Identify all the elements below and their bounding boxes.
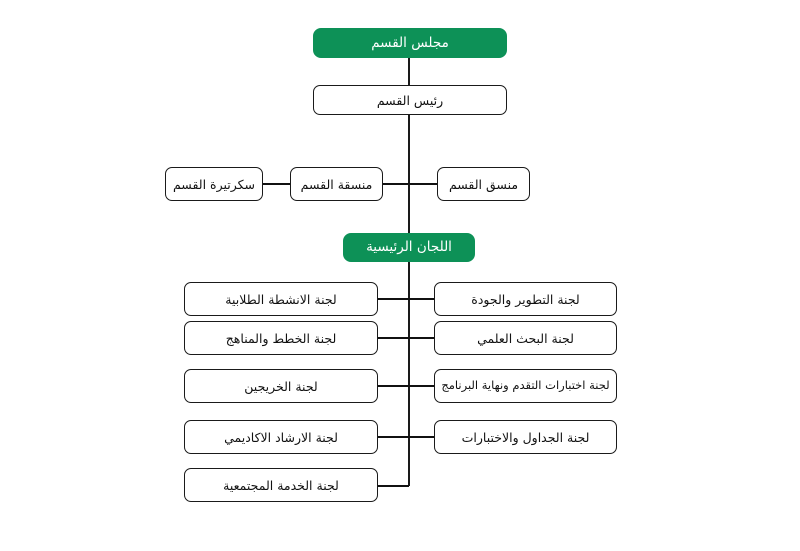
node-left-committee-community-service[interactable]: لجنة الخدمة المجتمعية — [184, 468, 378, 502]
connector-right-committee-4 — [408, 436, 434, 438]
connector-left-committee-4 — [378, 436, 409, 438]
node-department-coordinator-male[interactable]: منسق القسم — [437, 167, 530, 201]
node-right-committee-schedules-exams[interactable]: لجنة الجداول والاختبارات — [434, 420, 617, 454]
connector-right-committee-2 — [408, 337, 434, 339]
node-department-head[interactable]: رئيس القسم — [313, 85, 507, 115]
node-right-committee-development-quality[interactable]: لجنة التطوير والجودة — [434, 282, 617, 316]
node-department-council[interactable]: مجلس القسم — [313, 28, 507, 58]
node-department-secretary[interactable]: سكرتيرة القسم — [165, 167, 263, 201]
node-left-committee-graduates[interactable]: لجنة الخريجين — [184, 369, 378, 403]
connector-council-to-head — [408, 57, 410, 86]
connector-left-committee-3 — [378, 385, 409, 387]
connector-committees-spine — [408, 262, 410, 486]
connector-right-committee-3 — [408, 385, 434, 387]
node-main-committees[interactable]: اللجان الرئيسية — [343, 233, 475, 262]
connector-left-committee-5 — [378, 485, 409, 487]
connector-left-committee-1 — [378, 298, 409, 300]
node-department-coordinator-female[interactable]: منسقة القسم — [290, 167, 383, 201]
node-right-committee-progress-exit-exams[interactable]: لجنة اختبارات التقدم ونهاية البرنامج — [434, 369, 617, 403]
node-right-committee-scientific-research[interactable]: لجنة البحث العلمي — [434, 321, 617, 355]
connector-admin-to-committees — [408, 184, 410, 234]
node-left-committee-plans-curricula[interactable]: لجنة الخطط والمناهج — [184, 321, 378, 355]
connector-left-committee-2 — [378, 337, 409, 339]
node-left-committee-academic-advising[interactable]: لجنة الارشاد الاكاديمي — [184, 420, 378, 454]
node-left-committee-student-activities[interactable]: لجنة الانشطة الطلابية — [184, 282, 378, 316]
connector-head-to-admin — [408, 114, 410, 184]
connector-right-committee-1 — [408, 298, 434, 300]
